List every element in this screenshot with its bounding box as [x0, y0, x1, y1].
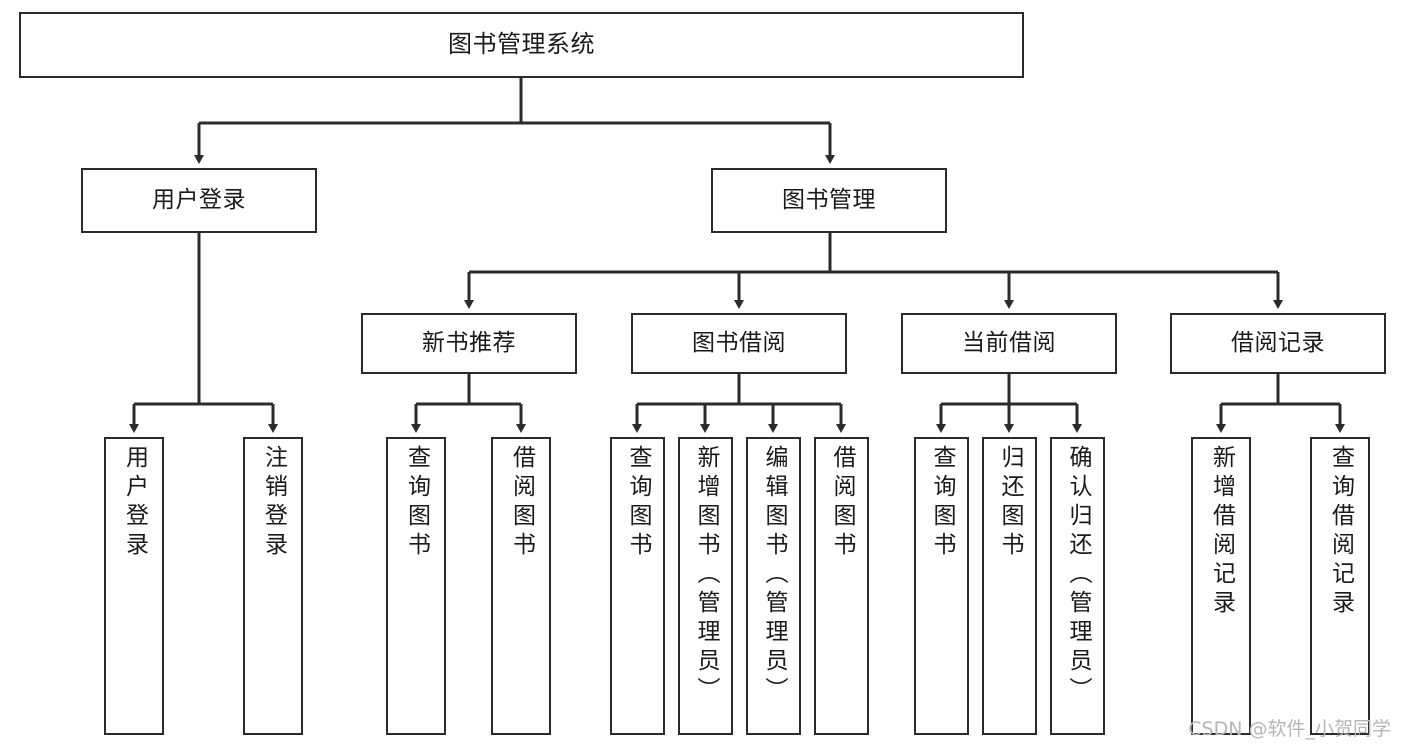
connector-group-root [194, 78, 835, 164]
node-leaf-query-book-current-label: 查询图书 [929, 445, 955, 561]
node-leaf-query-book-borrow-label: 查询图书 [625, 445, 651, 561]
node-leaf-query-book-recommend-label: 查询图书 [403, 445, 430, 561]
node-leaf-borrow-book-recommend[interactable]: 借阅图书 [491, 437, 551, 735]
node-root-system-label: 图书管理系统 [448, 30, 595, 59]
connector-group-borrow-record [1216, 374, 1345, 433]
node-leaf-user-login[interactable]: 用户登录 [104, 437, 164, 735]
connector-group-book-borrow [632, 374, 846, 433]
node-leaf-borrow-book-label: 借阅图书 [829, 445, 855, 561]
node-leaf-query-book-current[interactable]: 查询图书 [914, 437, 969, 735]
node-leaf-return-book[interactable]: 归还图书 [982, 437, 1037, 735]
node-book-borrow[interactable]: 图书借阅 [631, 313, 847, 374]
node-borrow-record-label: 借阅记录 [1231, 330, 1325, 357]
node-leaf-edit-book-admin[interactable]: 编辑图书（管理员） [746, 437, 801, 735]
node-current-borrow-label: 当前借阅 [962, 330, 1056, 357]
node-leaf-edit-book-admin-label: 编辑图书（管理员） [761, 445, 787, 706]
node-leaf-add-book-admin[interactable]: 新增图书（管理员） [678, 437, 733, 735]
node-root-system[interactable]: 图书管理系统 [19, 12, 1024, 78]
node-book-management-label: 图书管理 [782, 187, 876, 214]
node-new-book-recommend-label: 新书推荐 [422, 330, 516, 357]
node-leaf-add-borrow-record-label: 新增借阅记录 [1208, 445, 1235, 619]
connector-group-new-book [411, 374, 526, 433]
connector-group-current-borrow [936, 374, 1082, 433]
node-leaf-logout[interactable]: 注销登录 [243, 437, 303, 735]
node-leaf-return-book-label: 归还图书 [997, 445, 1023, 561]
node-leaf-borrow-book-recommend-label: 借阅图书 [508, 445, 535, 561]
node-new-book-recommend[interactable]: 新书推荐 [361, 313, 577, 374]
node-leaf-add-borrow-record[interactable]: 新增借阅记录 [1191, 437, 1251, 735]
node-leaf-borrow-book[interactable]: 借阅图书 [814, 437, 869, 735]
node-leaf-user-login-label: 用户登录 [121, 445, 148, 561]
node-leaf-query-book-recommend[interactable]: 查询图书 [386, 437, 446, 735]
node-book-management[interactable]: 图书管理 [711, 168, 947, 233]
node-leaf-query-borrow-record-label: 查询借阅记录 [1327, 445, 1354, 619]
node-leaf-query-book-borrow[interactable]: 查询图书 [610, 437, 665, 735]
node-leaf-logout-label: 注销登录 [260, 445, 287, 561]
node-user-login[interactable]: 用户登录 [81, 168, 317, 233]
connector-group-book-manage [464, 233, 1283, 309]
node-current-borrow[interactable]: 当前借阅 [901, 313, 1117, 374]
connector-group-user-login [129, 233, 278, 433]
node-leaf-confirm-return-admin[interactable]: 确认归还（管理员） [1050, 437, 1105, 735]
node-user-login-label: 用户登录 [152, 187, 246, 214]
node-borrow-record[interactable]: 借阅记录 [1170, 313, 1386, 374]
node-leaf-add-book-admin-label: 新增图书（管理员） [693, 445, 719, 706]
node-leaf-query-borrow-record[interactable]: 查询借阅记录 [1310, 437, 1370, 735]
node-book-borrow-label: 图书借阅 [692, 330, 786, 357]
node-leaf-confirm-return-admin-label: 确认归还（管理员） [1065, 445, 1091, 706]
